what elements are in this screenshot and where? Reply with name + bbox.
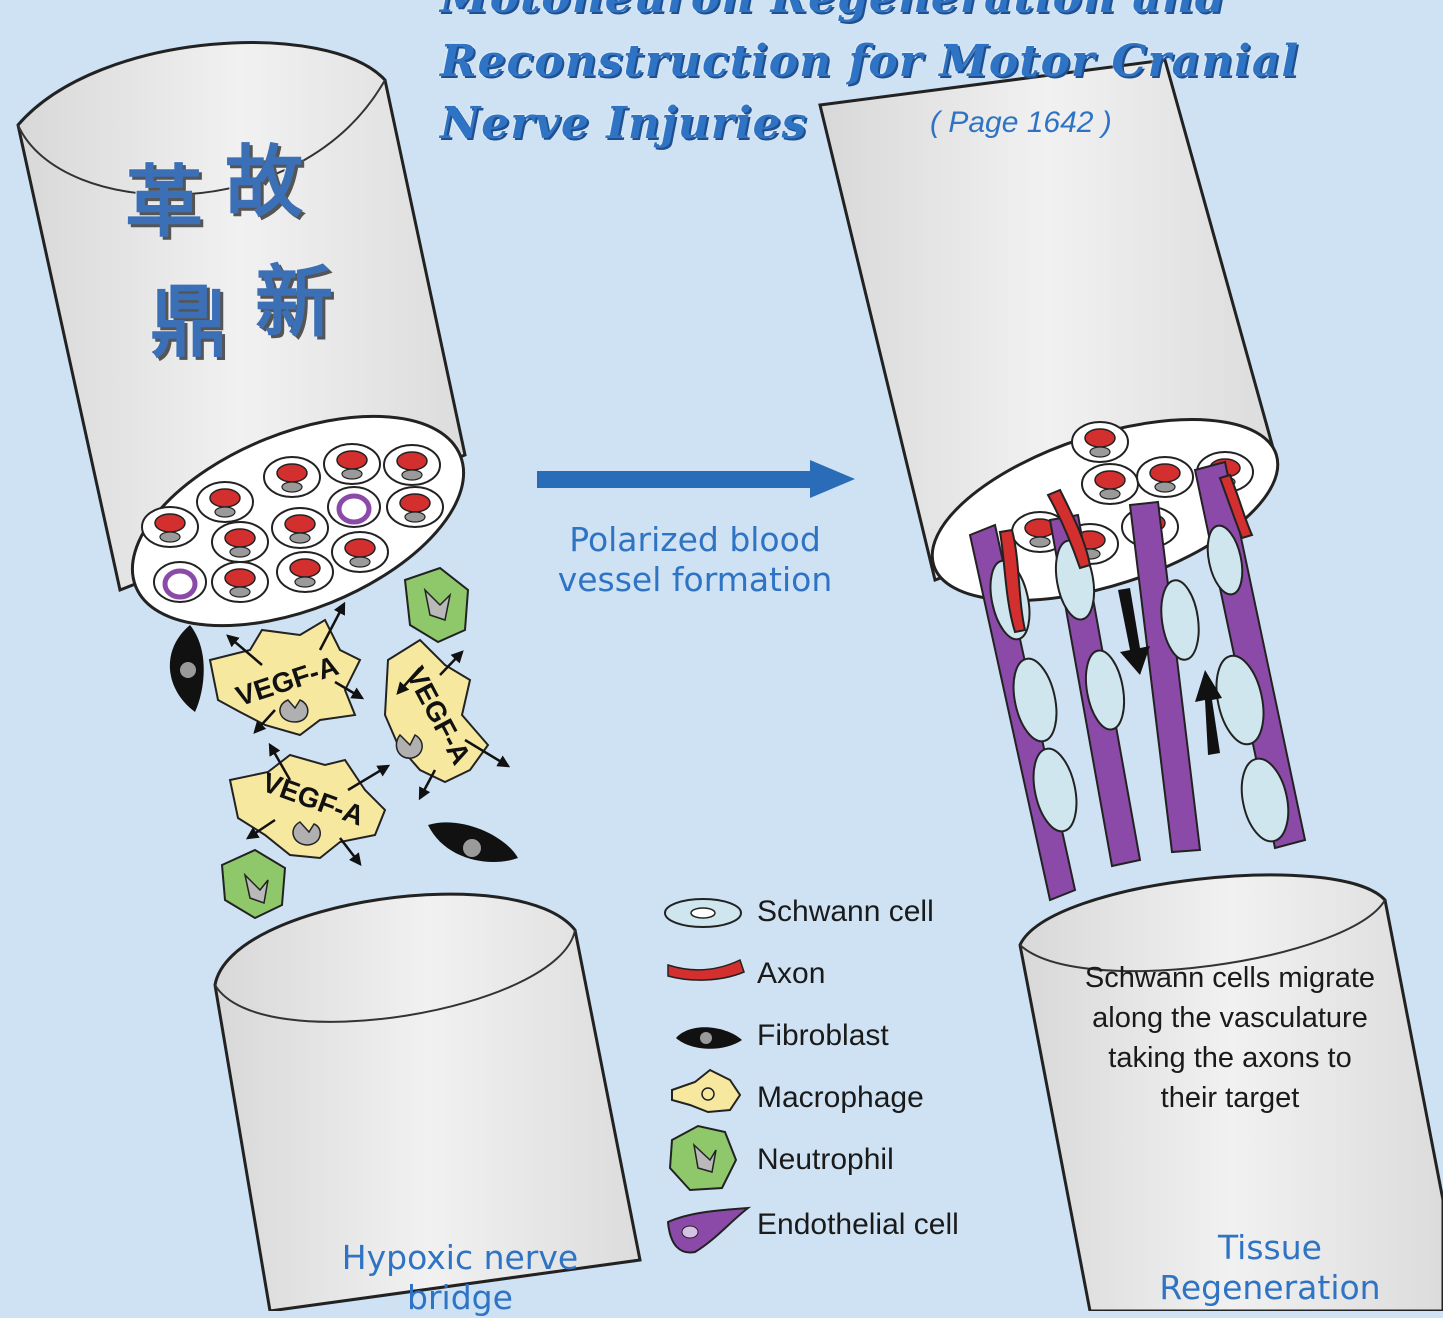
legend-label-fibroblast: Fibroblast bbox=[757, 1019, 889, 1053]
macrophage-icon bbox=[672, 1070, 740, 1112]
title-line-3: Nerve Injuries bbox=[440, 98, 807, 149]
fibroblast bbox=[428, 822, 518, 862]
legend-label-schwann-cell: Schwann cell bbox=[757, 895, 934, 929]
neutrophil bbox=[405, 568, 468, 642]
seal-character: 故 bbox=[225, 120, 303, 232]
legend-label-neutrophil: Neutrophil bbox=[757, 1143, 894, 1177]
seal-character: 新 bbox=[255, 240, 333, 352]
title-line-1: Motoneuron Regeneration and bbox=[440, 0, 1227, 23]
center-caption: Polarized blood vessel formation bbox=[540, 520, 850, 600]
progression-arrow bbox=[537, 460, 855, 498]
legend-label-macrophage: Macrophage bbox=[757, 1081, 924, 1115]
neutrophil bbox=[222, 850, 285, 918]
legend-label-axon: Axon bbox=[757, 957, 825, 991]
seal-character: 革 bbox=[125, 140, 203, 252]
seal-character: 鼎 bbox=[150, 260, 228, 372]
left-caption: Hypoxic nerve bridge bbox=[320, 1238, 600, 1318]
axon-icon bbox=[668, 960, 744, 980]
legend-label-endothelial-cell: Endothelial cell bbox=[757, 1208, 959, 1242]
schwann-cell-icon bbox=[665, 899, 741, 927]
fibroblast bbox=[170, 625, 204, 712]
seal-stamp: 革 故 鼎 新 bbox=[105, 120, 365, 370]
endothelial-cell-icon bbox=[668, 1208, 748, 1253]
title-line-2: Reconstruction for Motor Cranial bbox=[440, 36, 1299, 87]
page-reference: ( Page 1642 ) bbox=[930, 106, 1112, 140]
neutrophil-icon bbox=[670, 1126, 736, 1190]
legend-icons bbox=[665, 899, 748, 1253]
right-caption: Tissue Regeneration bbox=[1120, 1228, 1420, 1308]
schwann-description: Schwann cells migrate along the vasculat… bbox=[1080, 958, 1380, 1118]
fibroblast-icon bbox=[676, 1027, 742, 1048]
